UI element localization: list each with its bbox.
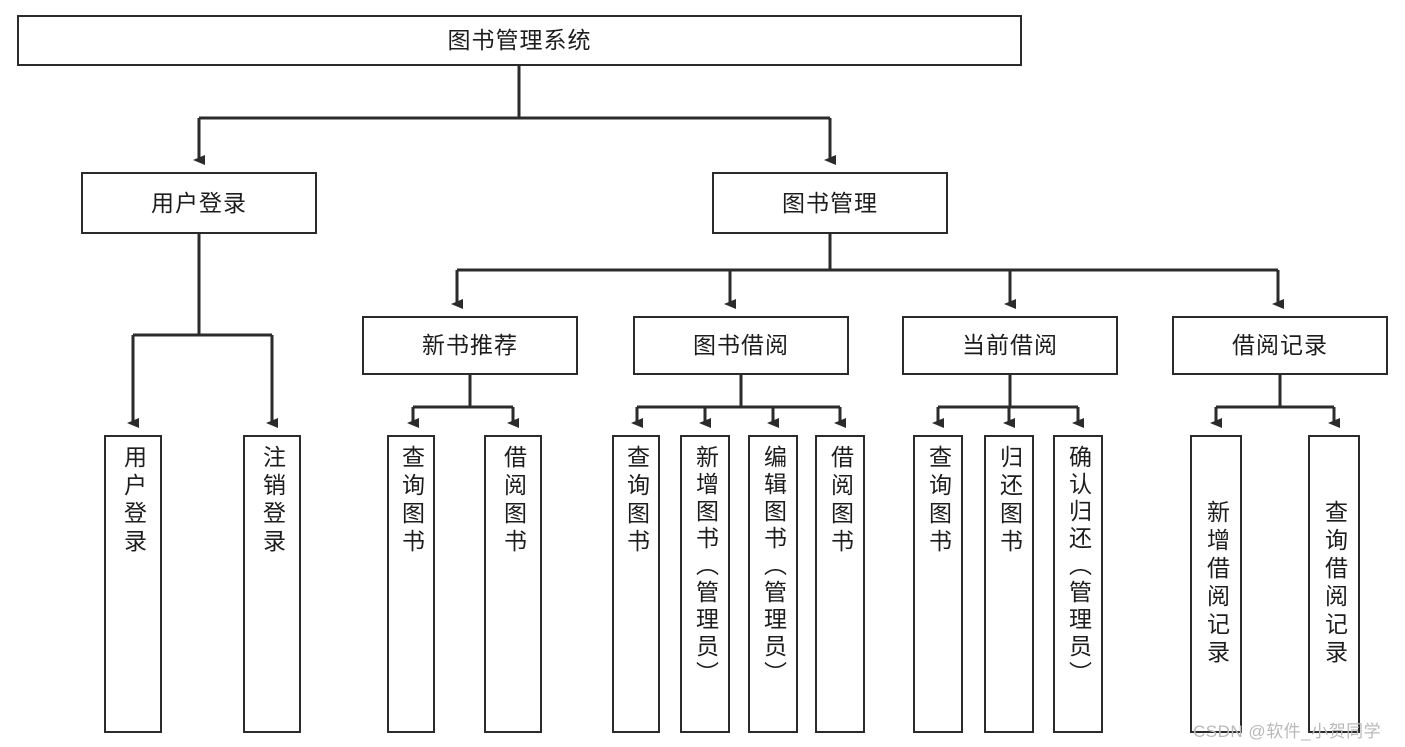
leaf-node[interactable]: 归还图书 (984, 435, 1034, 733)
leaf-node[interactable]: 新增借阅记录 (1190, 435, 1242, 733)
leaf-node-label: 新增图书（管理员） (692, 445, 719, 688)
leaf-node[interactable]: 查询图书 (913, 435, 963, 733)
node-book-borrow-label: 图书借阅 (693, 332, 789, 359)
leaf-node[interactable]: 编辑图书（管理员） (748, 435, 798, 733)
leaf-node-label: 归还图书 (996, 445, 1023, 557)
leaf-node[interactable]: 用户登录 (104, 435, 162, 733)
leaf-node[interactable]: 查询借阅记录 (1308, 435, 1360, 733)
leaf-node[interactable]: 查询图书 (387, 435, 435, 733)
node-new-book-recommend-label: 新书推荐 (422, 332, 518, 359)
leaf-node-label: 查询图书 (925, 445, 952, 557)
node-book-management-label: 图书管理 (782, 189, 878, 216)
leaf-node-label: 用户登录 (120, 445, 147, 557)
leaf-node-label: 借阅图书 (500, 445, 527, 557)
node-user-login[interactable]: 用户登录 (81, 172, 317, 234)
node-user-login-label: 用户登录 (151, 189, 247, 216)
leaf-node-label: 查询图书 (398, 445, 425, 557)
leaf-node-label: 确认归还（管理员） (1065, 445, 1092, 688)
leaf-node[interactable]: 确认归还（管理员） (1053, 435, 1103, 733)
csdn-watermark: CSDN @软件_小贺同学 (1193, 722, 1382, 741)
node-book-borrow[interactable]: 图书借阅 (633, 316, 849, 375)
node-borrow-records-label: 借阅记录 (1232, 332, 1328, 359)
leaf-node-label: 借阅图书 (827, 445, 854, 557)
leaf-node[interactable]: 借阅图书 (815, 435, 865, 733)
node-current-borrow-label: 当前借阅 (962, 332, 1058, 359)
node-book-management[interactable]: 图书管理 (712, 172, 948, 234)
leaf-node-label: 查询图书 (623, 445, 650, 557)
leaf-node-label: 查询借阅记录 (1321, 500, 1348, 668)
node-current-borrow[interactable]: 当前借阅 (902, 316, 1118, 375)
leaf-node[interactable]: 新增图书（管理员） (680, 435, 730, 733)
node-root-label: 图书管理系统 (447, 27, 592, 54)
leaf-node-label: 注销登录 (259, 445, 286, 557)
node-borrow-records[interactable]: 借阅记录 (1172, 316, 1388, 375)
leaf-node-label: 新增借阅记录 (1203, 500, 1230, 668)
node-new-book-recommend[interactable]: 新书推荐 (362, 316, 578, 375)
node-root[interactable]: 图书管理系统 (17, 15, 1022, 66)
leaf-node[interactable]: 借阅图书 (484, 435, 542, 733)
leaf-node[interactable]: 注销登录 (243, 435, 301, 733)
leaf-node-label: 编辑图书（管理员） (760, 445, 787, 688)
leaf-node[interactable]: 查询图书 (612, 435, 660, 733)
